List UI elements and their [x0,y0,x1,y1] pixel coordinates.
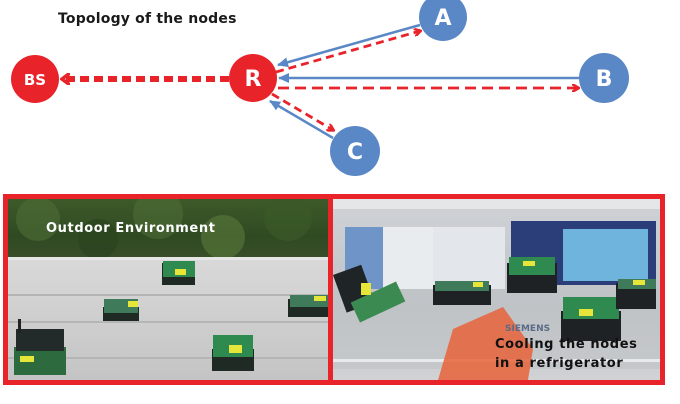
sensor-board [288,295,328,317]
sensor-board [433,281,491,305]
sensor-board [103,299,139,321]
outdoor-scene [8,199,328,380]
sensor-board [162,261,195,285]
sensor-board [212,335,254,371]
refrigerator-label-line1: Cooling the nodes [495,337,638,352]
svg-text:BS: BS [24,71,46,89]
sensor-board [507,257,557,293]
link-a-to-r [277,23,421,68]
link-c-to-r [269,99,334,140]
outdoor-label: Outdoor Environment [46,221,216,236]
refrigerator-label-line2: in a refrigerator [495,356,624,371]
node-b: B [579,53,629,103]
refrigerator-scene: SIEMENS [333,199,660,380]
sensor-board [333,264,406,323]
diagram-title: Topology of the nodes [58,11,237,27]
node-r: R [229,54,277,102]
svg-text:B: B [596,67,613,92]
link-r-to-c [271,92,333,130]
photo-frame: Outdoor Environment [3,194,665,385]
sensor-board [14,319,66,375]
refrigerator-label: Cooling the nodes in a refrigerator [495,335,637,373]
svg-text:C: C [347,140,363,165]
link-r-to-a [275,31,420,74]
refrigerator-photo: SIEMENS [333,199,660,380]
outdoor-photo: Outdoor Environment [8,199,328,380]
sensor-board [616,279,656,309]
node-a: A [419,0,467,41]
node-bs: BS [11,55,59,103]
sensor-board [561,297,621,341]
node-c: C [330,126,380,176]
topology-diagram: BS R A B C [11,0,629,176]
svg-text:R: R [245,67,262,92]
brand-text: SIEMENS [505,324,550,334]
svg-text:A: A [434,6,451,31]
